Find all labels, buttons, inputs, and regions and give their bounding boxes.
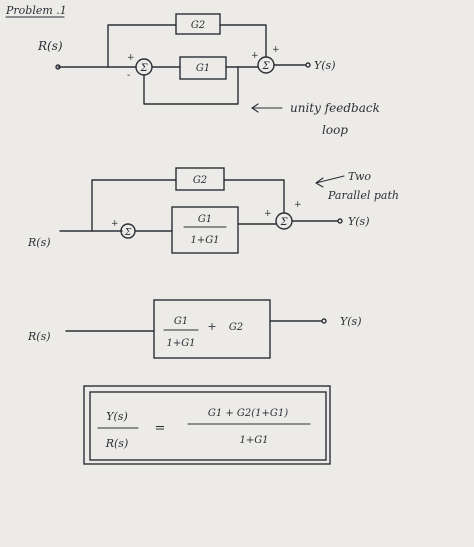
diagram-2: R(s) G2 Σ + G1 1+G1 Σ + + Y(s) Two Paral…: [27, 167, 399, 254]
d1-output-label: Y(s): [314, 59, 336, 72]
d3-g2: G2: [229, 322, 243, 333]
d2-output-label: Y(s): [348, 215, 370, 228]
d2-input-label: R(s): [27, 236, 51, 249]
d1-sum1-symbol: Σ: [139, 63, 148, 74]
d2-sum1-plus: +: [111, 219, 119, 229]
result-lhs-denominator: R(s): [105, 437, 129, 450]
diagram-3: R(s) G1 1+G1 + G2 Y(s): [27, 299, 362, 359]
d1-sum2-plus-top: +: [272, 45, 280, 55]
d1-input-node: [55, 64, 61, 70]
d2-output-node: [337, 218, 343, 224]
d1-sum1-minus: -: [127, 70, 131, 81]
d2-g2-path: [91, 179, 177, 232]
d3-plus: +: [207, 320, 216, 333]
result-equals: =: [155, 421, 166, 436]
d2-g2-label: G2: [193, 175, 207, 186]
result-rhs-denominator: 1+G1: [239, 435, 268, 446]
d2-annotation-line2: Parallel path: [327, 189, 399, 202]
d1-block-g2: [175, 13, 221, 35]
d1-annotation-line1: unity feedback: [290, 101, 380, 115]
d2-sum1-symbol: Σ: [124, 228, 132, 238]
d2-annotation-arrowhead: [315, 177, 324, 188]
d2-annotation-line1: Two: [348, 170, 371, 183]
d2-block-g2: [175, 167, 225, 191]
d1-g1-label: G1: [196, 63, 210, 74]
d3-input-label: R(s): [27, 330, 51, 343]
d1-feedback-loop: [143, 66, 239, 105]
d1-annotation-arrowhead: [251, 103, 259, 113]
result-equation: Y(s) R(s) = G1 + G2(1+G1) 1+G1: [83, 385, 331, 465]
d1-block-g1: [179, 56, 227, 80]
d2-block-closedloop: [171, 206, 239, 254]
d1-g2-path: [107, 24, 177, 68]
d2-block-denominator: 1+G1: [190, 235, 219, 246]
d1-output-node: [305, 62, 311, 68]
d2-annotation-arrow: [315, 175, 345, 184]
result-rhs-numerator: G1 + G2(1+G1): [208, 408, 288, 419]
d1-sum2-symbol: Σ: [261, 61, 270, 72]
d1-g2-label: G2: [191, 20, 205, 31]
result-box-outer: [83, 385, 331, 465]
d3-output-label: Y(s): [340, 315, 362, 328]
d1-sum1-plus: +: [127, 53, 135, 63]
d2-sum2-plus-top: +: [294, 200, 302, 210]
result-lhs-numerator: Y(s): [106, 410, 128, 423]
d3-output-node: [321, 318, 327, 324]
d1-annotation-line2: loop: [322, 123, 348, 137]
d2-g2-out: [223, 179, 285, 213]
d2-block-numerator: G1: [198, 214, 212, 225]
diagram-1: R(s) G2 Σ + - G1 Σ + + Y(s) unity feedba…: [37, 13, 380, 137]
problem-title: Problem .1: [5, 4, 67, 17]
result-box-inner: [89, 391, 327, 461]
d1-g2-out: [219, 24, 267, 58]
d3-numerator: G1: [174, 316, 188, 327]
d2-sum2-plus-left: +: [264, 209, 272, 219]
d1-sum2-plus-left: +: [251, 51, 259, 61]
d1-input-label: R(s): [37, 39, 63, 53]
d2-sum2-symbol: Σ: [279, 217, 288, 228]
d3-block-combined: [153, 299, 271, 359]
d3-denominator: 1+G1: [166, 338, 195, 349]
